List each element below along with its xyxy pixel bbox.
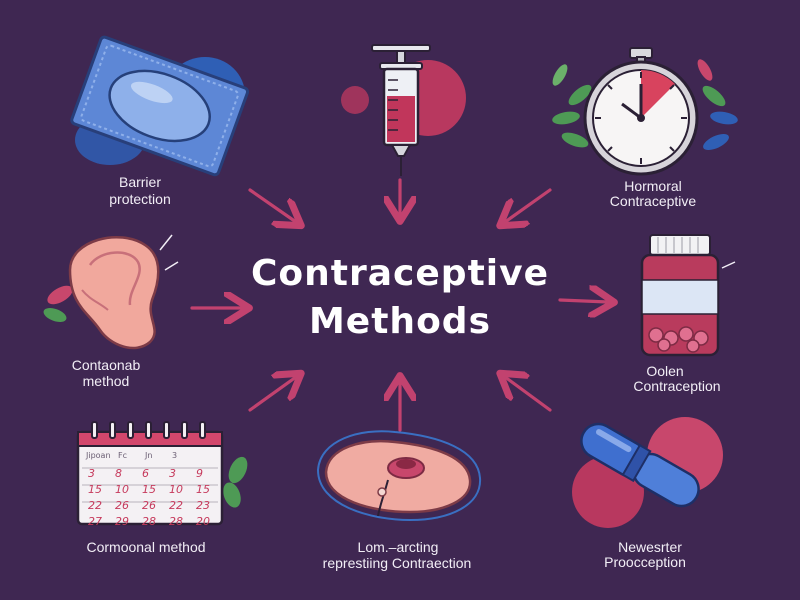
- calendar-date: 15: [142, 483, 156, 496]
- calendar-date: 9: [196, 467, 203, 480]
- calendar-date: 15: [196, 483, 210, 496]
- arrow-from-calendar: [250, 377, 296, 410]
- label-cormoonal: Cormoonal method: [86, 539, 205, 555]
- calendar-header-2: Fc: [118, 451, 127, 460]
- calendar-date: 22: [88, 499, 102, 512]
- implant-device-icon: [318, 431, 480, 520]
- calendar-date: 22: [169, 499, 183, 512]
- calendar-date: 15: [88, 483, 102, 496]
- capsule-pill-icon: [572, 417, 723, 528]
- label-oolen-line2: Contraception: [633, 378, 720, 394]
- label-barrier-line1: Barrier: [119, 174, 161, 190]
- diagram-title-line1: Contraceptive: [251, 253, 549, 294]
- arrow-from-capsule: [505, 377, 550, 410]
- calendar-date: 20: [196, 515, 210, 528]
- calendar-date: 28: [142, 515, 156, 528]
- calendar-date: 10: [169, 483, 183, 496]
- arrow-from-barrier: [250, 190, 296, 222]
- label-lom-arcting-line1: Lom.–arcting: [358, 539, 439, 555]
- calendar-icon: [78, 422, 251, 524]
- calendar-date: 8: [115, 467, 122, 480]
- calendar-date: 26: [142, 499, 156, 512]
- calendar-header-4: 3: [172, 451, 177, 460]
- diagram-title-line2: Methods: [309, 301, 491, 342]
- pill-bottle-icon: [642, 235, 735, 355]
- arrow-from-hormonal: [505, 190, 550, 222]
- label-lom-arcting-line2: represtiing Contraection: [323, 555, 472, 571]
- label-newesrter-line2: Proocception: [604, 554, 686, 570]
- label-contaonab-line2: method: [83, 373, 130, 389]
- uterus-icon: [42, 235, 178, 348]
- calendar-header-3: Jn: [144, 451, 152, 460]
- stopwatch-icon: [550, 48, 739, 174]
- label-hormonal-line2: Contraceptive: [610, 193, 697, 209]
- label-hormonal-line1: Hormoral: [624, 178, 682, 194]
- syringe-icon: [341, 45, 466, 176]
- calendar-date: 26: [115, 499, 129, 512]
- label-oolen-line1: Oolen: [646, 363, 683, 379]
- calendar-date: 10: [115, 483, 129, 496]
- calendar-date: 23: [196, 499, 210, 512]
- calendar-date: 28: [169, 515, 183, 528]
- calendar-date: 3: [88, 467, 95, 480]
- arrow-to-pill-bottle: [560, 300, 608, 302]
- calendar-date: 27: [88, 515, 102, 528]
- calendar-header-1: Jipoan: [85, 451, 111, 460]
- label-newesrter-line1: Newesrter: [618, 539, 682, 555]
- calendar-date: 29: [115, 515, 129, 528]
- calendar-date: 3: [169, 467, 176, 480]
- label-barrier-line2: protection: [109, 191, 170, 207]
- calendar-date: 6: [142, 467, 149, 480]
- label-contaonab-line1: Contaonab: [72, 357, 141, 373]
- condom-packet-icon: [71, 36, 249, 176]
